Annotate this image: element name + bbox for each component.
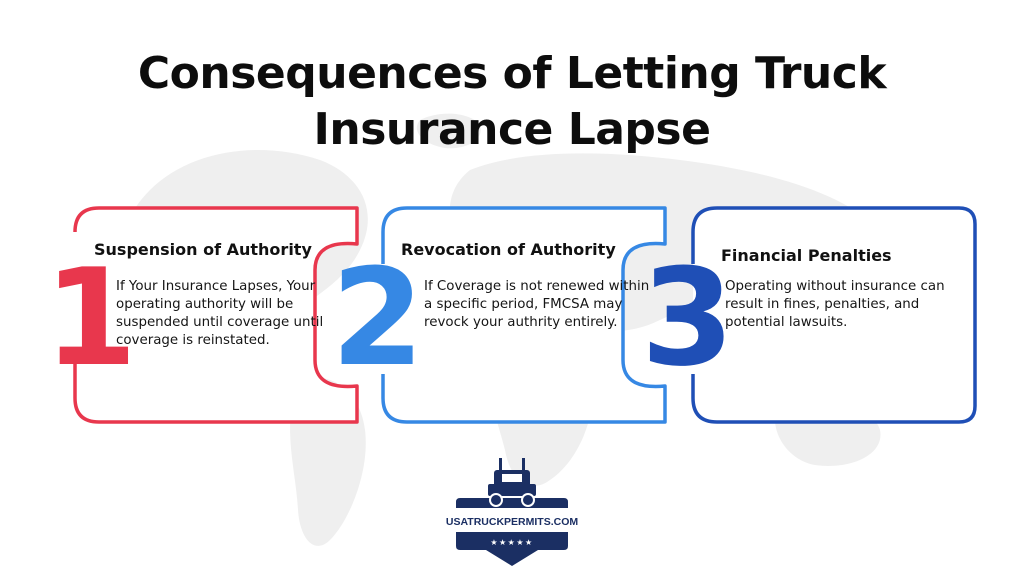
card-financial-penalties: 3 Financial Penalties Operating without … xyxy=(641,204,979,428)
card-number-3: 3 xyxy=(641,240,735,396)
truck-icon xyxy=(488,458,536,507)
card-number-2: 2 xyxy=(331,240,425,396)
card-frame-dark-blue xyxy=(691,206,977,424)
card-body: If Coverage is not renewed within a spec… xyxy=(424,279,650,330)
card-frame-red xyxy=(73,206,359,424)
page-title: Consequences of Letting Truck Insurance … xyxy=(0,46,1024,158)
usatruckpermits-logo: USATRUCKPERMITS.COM ★★★★★ xyxy=(446,458,578,566)
logo-stars: ★★★★★ xyxy=(490,538,533,547)
card-title: Revocation of Authority xyxy=(401,240,616,259)
card-number-1: 1 xyxy=(44,240,138,396)
card-revocation-of-authority: 2 Revocation of Authority If Coverage is… xyxy=(331,204,669,428)
logo-text: USATRUCKPERMITS.COM xyxy=(446,516,578,528)
card-suspension-of-authority: 1 Suspension of Authority If Your Insura… xyxy=(44,204,361,428)
page-title-line-1: Consequences of Letting Truck xyxy=(137,48,887,99)
card-frame-light-blue xyxy=(381,206,667,424)
card-body: If Your Insurance Lapses, Your operating… xyxy=(116,279,324,348)
card-body: Operating without insurance can result i… xyxy=(725,279,945,330)
page-title-line-2: Insurance Lapse xyxy=(313,104,711,155)
logo-banner xyxy=(456,508,568,532)
card-title: Financial Penalties xyxy=(721,246,892,265)
card-title: Suspension of Authority xyxy=(94,240,312,259)
